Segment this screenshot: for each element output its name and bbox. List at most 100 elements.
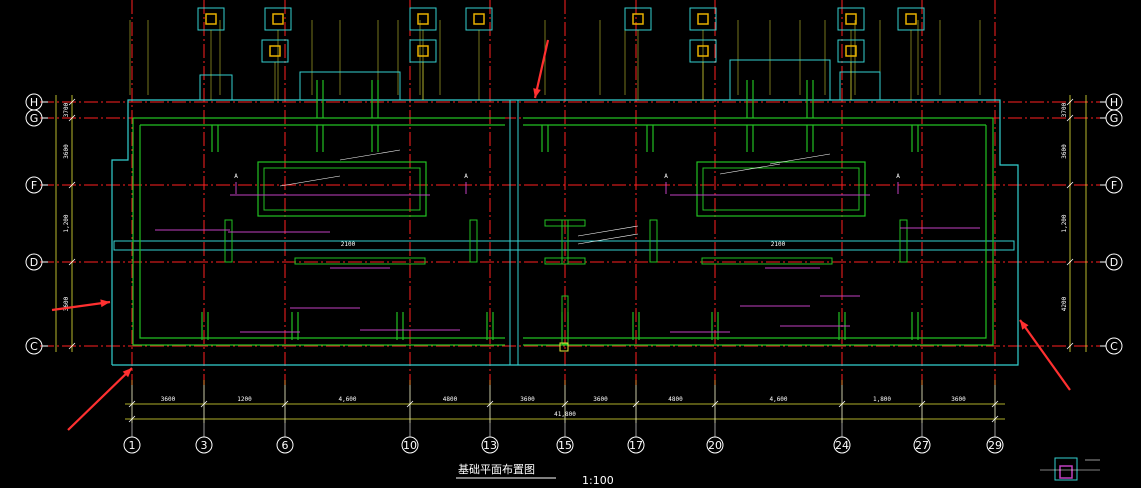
drawing-scale: 1:100	[582, 474, 614, 487]
dim-tick	[68, 114, 76, 122]
dim-tick	[1066, 181, 1074, 189]
column-detail-square	[417, 45, 429, 57]
dim-text-segment: 3600	[161, 396, 176, 403]
column-detail-square	[417, 13, 429, 25]
perimeter-wall	[523, 118, 994, 346]
dim-text-segment: 3600	[951, 396, 966, 403]
dim-tick	[68, 98, 76, 106]
drawing-title: 基础平面布置图	[458, 463, 535, 476]
wall-segment	[649, 219, 658, 263]
dim-tick	[1066, 114, 1074, 122]
col-bubble-1	[123, 436, 141, 454]
callout-arrow-top	[533, 39, 550, 99]
dim-text-vertical: 3600	[1061, 144, 1068, 159]
dim-text-segment: 4,600	[769, 396, 787, 403]
dim-text-vertical: 3700	[63, 102, 70, 117]
stair-hall-box	[696, 161, 866, 217]
column-detail-square	[845, 45, 857, 57]
note-leader	[769, 153, 831, 165]
dim-text-vertical: 3600	[63, 296, 70, 311]
stair-hall-box-inner	[263, 167, 421, 211]
col-label-13: 13	[483, 439, 497, 452]
row-label-G-right: G	[1110, 112, 1119, 125]
column-detail-square	[632, 13, 644, 25]
note-leader	[279, 175, 341, 187]
wall-segment-vertical	[561, 219, 569, 265]
dim-text-segment: 4,600	[338, 396, 356, 403]
dim-text-vertical: 3700	[1061, 102, 1068, 117]
note-leader	[339, 149, 401, 161]
note-leader	[577, 225, 639, 237]
row-label-H-left: H	[30, 96, 38, 109]
column-detail-square	[697, 45, 709, 57]
dim-text-vertical: 3600	[63, 144, 70, 159]
stair-hall-box	[257, 161, 427, 217]
protrusion	[199, 74, 233, 100]
callout-arrow-top-head	[533, 88, 541, 98]
row-label-H-right: H	[1110, 96, 1118, 109]
wall-segment	[899, 219, 908, 263]
foundation-outline	[111, 59, 1019, 366]
row-label-F-left: F	[31, 179, 37, 192]
col-bubble-10	[401, 436, 419, 454]
callout-arrows	[51, 39, 1071, 431]
dim-text-vertical: 4200	[1061, 296, 1068, 311]
central-strip-footing	[113, 240, 1015, 251]
column-marker	[559, 342, 569, 352]
col-bubble-20	[706, 436, 724, 454]
dim-text-segment: 3600	[593, 396, 608, 403]
perimeter-wall	[132, 118, 505, 346]
col-label-15: 15	[558, 439, 572, 452]
dim-tick	[68, 181, 76, 189]
row-label-D-left: D	[30, 256, 38, 269]
detail-square	[1059, 465, 1073, 479]
callout-arrow-right-head	[1020, 320, 1029, 330]
callout-arrow-left	[51, 300, 111, 312]
col-bubble-27	[913, 436, 931, 454]
col-label-1: 1	[129, 439, 136, 452]
col-bubble-29	[986, 436, 1004, 454]
column-detail-box	[465, 7, 493, 31]
column-detail-square	[205, 13, 217, 25]
column-detail-box	[624, 7, 652, 31]
dim-text-segment: 4800	[443, 396, 458, 403]
outer-foundation-outline	[111, 99, 1019, 366]
col-label-27: 27	[915, 439, 929, 452]
dim-tick	[68, 342, 76, 350]
col-label-10: 10	[403, 439, 417, 452]
protrusion	[299, 71, 401, 100]
callout-arrow-right	[1019, 319, 1071, 391]
col-bubble-6	[276, 436, 294, 454]
foundation-walls	[132, 80, 994, 352]
dim-tick	[1066, 258, 1074, 266]
row-label-C-left: C	[30, 340, 38, 353]
dim-text-interior: 2100	[771, 241, 786, 248]
wall-segment-vertical	[561, 295, 569, 345]
detail-box	[1054, 457, 1078, 481]
column-detail-square	[697, 13, 709, 25]
column-detail-square	[845, 13, 857, 25]
col-label-3: 3	[201, 439, 208, 452]
protrusion	[839, 71, 881, 100]
column-detail-box	[261, 39, 289, 63]
dim-text-total: 41,800	[554, 411, 576, 418]
col-bubble-13	[481, 436, 499, 454]
dim-text-segment: 1200	[237, 396, 252, 403]
dim-tick	[1066, 98, 1074, 106]
col-label-29: 29	[988, 439, 1002, 452]
col-bubble-24	[833, 436, 851, 454]
wall-segment	[224, 219, 233, 263]
col-label-24: 24	[835, 439, 849, 452]
dim-text-vertical: 1,200	[63, 214, 70, 232]
stair-hall-box-inner	[702, 167, 860, 211]
axis-lines	[40, 0, 1100, 385]
column-detail-box	[409, 7, 437, 31]
dim-text-interior: 2100	[341, 241, 356, 248]
callout-arrow-bottom-left-head	[122, 368, 132, 378]
column-details	[197, 7, 1100, 481]
dim-tick	[1066, 342, 1074, 350]
